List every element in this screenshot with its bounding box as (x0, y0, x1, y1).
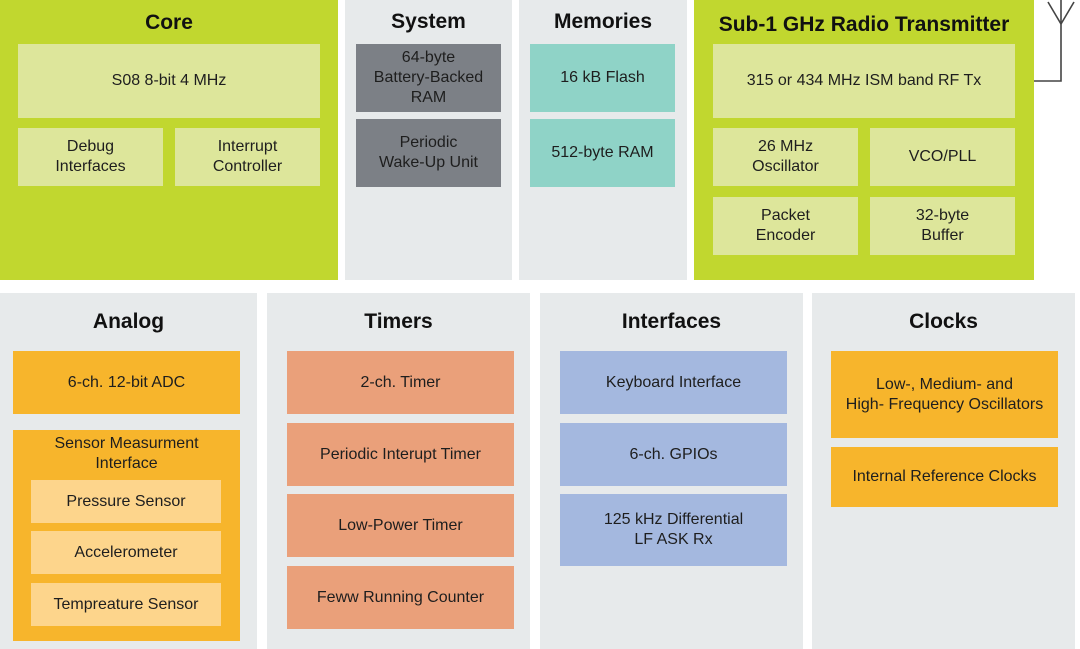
core-panel: Core S08 8-bit 4 MHz Debug Interfaces In… (0, 0, 338, 280)
memories-title: Memories (553, 10, 653, 33)
keyboard-interface-block: Keyboard Interface (560, 351, 787, 414)
lf-ask-rx-block: 125 kHz Differential LF ASK Rx (560, 494, 787, 566)
system-title: System (391, 10, 466, 33)
antenna-icon (1034, 0, 1075, 82)
battery-backed-ram-block: 64-byte Battery-Backed RAM (356, 44, 501, 112)
timers-panel: Timers 2-ch. Timer Periodic Interupt Tim… (267, 293, 530, 649)
buffer-block: 32-byte Buffer (870, 197, 1015, 255)
two-ch-timer-block: 2-ch. Timer (287, 351, 514, 414)
oscillator-block: 26 MHz Oscillator (713, 128, 858, 186)
radio-panel: Sub-1 GHz Radio Transmitter 315 or 434 M… (694, 0, 1034, 280)
sensor-interface-title: Sensor Measurment Interface (54, 435, 199, 472)
frequency-oscillators-block: Low-, Medium- and High- Frequency Oscill… (831, 351, 1058, 438)
interfaces-panel: Interfaces Keyboard Interface 6-ch. GPIO… (540, 293, 803, 649)
temperature-sensor-block: Tempreature Sensor (31, 583, 221, 626)
packet-encoder-block: Packet Encoder (713, 197, 858, 255)
accelerometer-block: Accelerometer (31, 531, 221, 574)
core-cpu-block: S08 8-bit 4 MHz (18, 44, 320, 118)
clocks-panel: Clocks Low-, Medium- and High- Frequency… (812, 293, 1075, 649)
ram-block: 512-byte RAM (530, 119, 675, 187)
interfaces-title: Interfaces (621, 310, 722, 333)
core-title: Core (145, 11, 193, 34)
memories-panel: Memories 16 kB Flash 512-byte RAM (519, 0, 687, 280)
low-power-timer-block: Low-Power Timer (287, 494, 514, 557)
periodic-interrupt-timer-block: Periodic Interupt Timer (287, 423, 514, 486)
periodic-wakeup-block: Periodic Wake-Up Unit (356, 119, 501, 187)
adc-block: 6-ch. 12-bit ADC (13, 351, 240, 414)
debug-interfaces-block: Debug Interfaces (18, 128, 163, 186)
vco-pll-block: VCO/PLL (870, 128, 1015, 186)
radio-title: Sub-1 GHz Radio Transmitter (718, 13, 1010, 36)
system-panel: System 64-byte Battery-Backed RAM Period… (345, 0, 512, 280)
internal-reference-clocks-block: Internal Reference Clocks (831, 447, 1058, 507)
rf-tx-block: 315 or 434 MHz ISM band RF Tx (713, 44, 1015, 118)
analog-title: Analog (92, 310, 165, 333)
sensor-interface-group: Sensor Measurment Interface Pressure Sen… (13, 430, 240, 641)
analog-panel: Analog 6-ch. 12-bit ADC Sensor Measurmen… (0, 293, 257, 649)
clocks-title: Clocks (909, 310, 978, 333)
pressure-sensor-block: Pressure Sensor (31, 480, 221, 523)
flash-block: 16 kB Flash (530, 44, 675, 112)
timers-title: Timers (364, 310, 433, 333)
free-running-counter-block: Feww Running Counter (287, 566, 514, 629)
interrupt-controller-block: Interrupt Controller (175, 128, 320, 186)
gpios-block: 6-ch. GPIOs (560, 423, 787, 486)
